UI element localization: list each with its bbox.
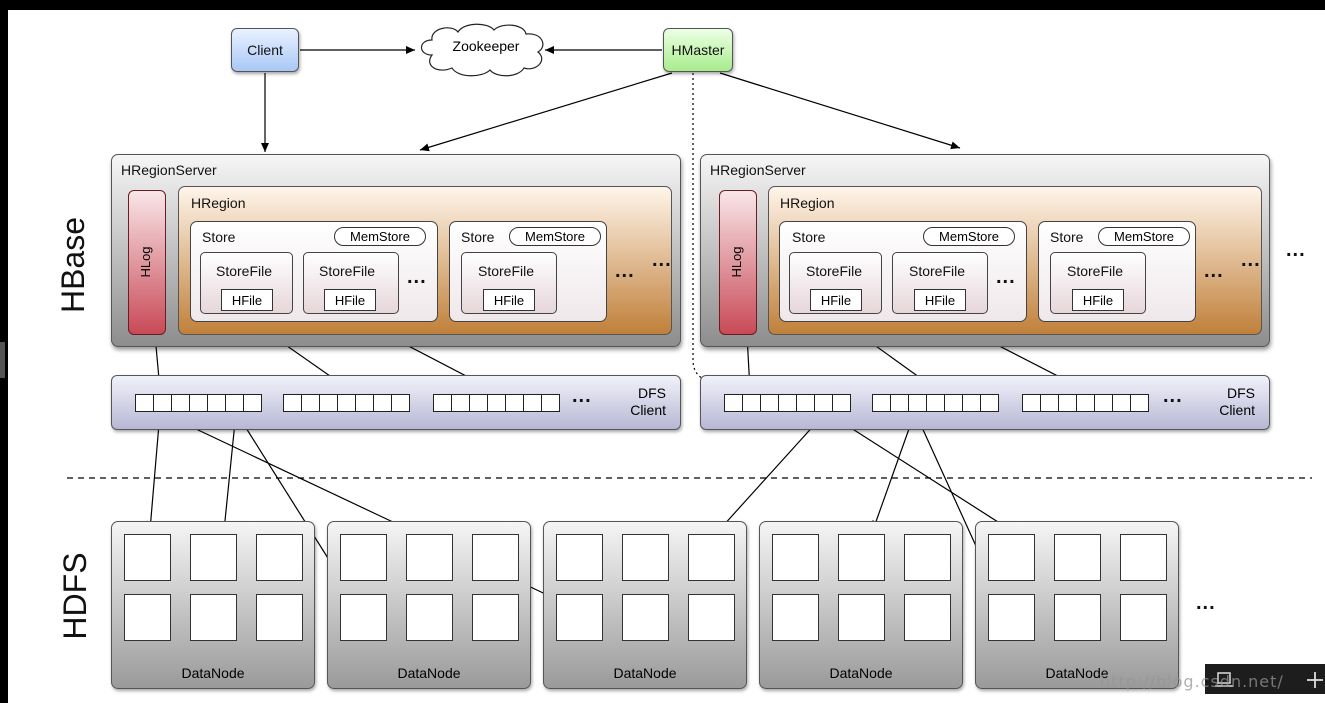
hregion-label: HRegion [191,195,246,211]
image-toolbar-overlay[interactable] [1205,664,1325,694]
data-block [838,594,885,641]
hlog-label: HLog [729,246,744,278]
ellipsis: ... [407,266,427,288]
dfs-buffer [283,394,410,412]
data-block [1054,534,1101,581]
data-block [904,534,951,581]
client-label: Client [247,42,283,58]
data-block [688,594,735,641]
store-label: Store [792,229,826,245]
ellipsis: ... [1241,249,1261,271]
data-block [406,534,453,581]
plus-icon [1307,672,1323,688]
hdfs-side-label: HDFS [57,552,93,640]
hfile-box: HFile [324,289,376,311]
datanode-label: DataNode [181,665,245,681]
memstore-box: MemStore [334,227,426,246]
data-block [556,594,603,641]
ellipsis: ... [1163,385,1183,407]
left-bar-marker [0,342,5,378]
datanode-label: DataNode [1045,665,1109,681]
dfs-buffer [433,394,560,412]
data-block [904,594,951,641]
hregionserver-title: HRegionServer [121,162,217,178]
data-block [256,534,303,581]
hlog-label: HLog [138,246,153,278]
hlog-box [719,190,757,335]
data-block [988,594,1035,641]
fit-screen-icon [1215,672,1233,687]
hlog-box [128,190,166,335]
zookeeper-cloud-shape [420,23,544,77]
datanode-label: DataNode [829,665,893,681]
hfile-box: HFile [221,289,273,311]
dfs-buffer [724,394,851,412]
data-block [124,534,171,581]
data-block [988,534,1035,581]
data-block [772,534,819,581]
memstore-box: MemStore [1098,227,1190,246]
hregion-label: HRegion [780,195,835,211]
store-label: Store [461,229,495,245]
data-block [190,594,237,641]
datanode-label: DataNode [397,665,461,681]
ellipsis: ... [1196,592,1216,614]
dfs-buffer [135,394,262,412]
data-block [688,534,735,581]
storefile-label: StoreFile [478,263,535,279]
arrow-hmaster-to-regionserver-2 [719,72,961,150]
data-block [472,534,519,581]
arrow-hmaster-to-regionserver-1 [419,72,673,152]
hfile-box: HFile [1072,289,1124,311]
client-node: Client [231,28,299,72]
hmaster-node: HMaster [663,28,733,72]
storefile-label: StoreFile [806,263,863,279]
data-block [190,534,237,581]
dfs-buffer [1022,394,1149,412]
storefile-label: StoreFile [216,263,273,279]
hfile-box: HFile [483,289,535,311]
data-block [1120,594,1167,641]
storefile-label: StoreFile [1067,263,1124,279]
data-block [406,594,453,641]
dfs-client-label: DFS Client [630,385,666,418]
watermark-text: http://blog.csdn.net/ [1100,672,1284,691]
data-block [256,594,303,641]
ellipsis: ... [996,266,1016,288]
hfile-box: HFile [810,289,862,311]
storefile-label: StoreFile [909,263,966,279]
ellipsis: ... [572,385,592,407]
hbase-side-label: HBase [55,216,91,314]
top-bar [0,0,1325,10]
dfs-client-label: DFS Client [1219,385,1255,418]
hmaster-label: HMaster [671,42,725,58]
data-block [1120,534,1167,581]
data-block [622,594,669,641]
memstore-box: MemStore [509,227,601,246]
store-label: Store [1050,229,1084,245]
dfs-buffer [872,394,999,412]
data-block [772,594,819,641]
data-block [556,534,603,581]
storefile-label: StoreFile [319,263,376,279]
data-block [622,534,669,581]
zookeeper-label: Zookeeper [452,38,520,54]
data-block [472,594,519,641]
data-block [124,594,171,641]
memstore-box: MemStore [923,227,1015,246]
datanode-label: DataNode [613,665,677,681]
store-label: Store [202,229,236,245]
data-block [340,534,387,581]
ellipsis: ... [1204,260,1224,282]
ellipsis: ... [615,260,635,282]
hfile-box: HFile [914,289,966,311]
ellipsis: ... [652,249,672,271]
data-block [838,534,885,581]
data-block [1054,594,1101,641]
hregionserver-title: HRegionServer [710,162,806,178]
ellipsis: ... [1286,239,1306,261]
data-block [340,594,387,641]
